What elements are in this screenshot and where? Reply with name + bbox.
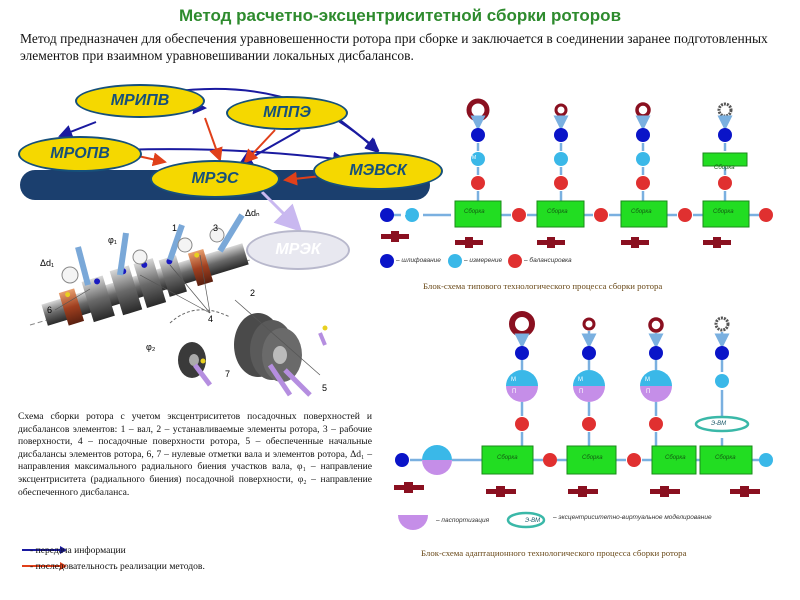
method-mripv: МРИПВ — [75, 84, 205, 118]
flowchart-typical — [380, 98, 773, 268]
f2-legend-evm: – эксцентриситетно-виртуальное моделиров… — [553, 514, 712, 521]
f1-legend-red: – балансировка — [524, 257, 572, 264]
f1-assembly-small: Сборка — [714, 165, 735, 171]
f1-legend-blue: – шлифование — [396, 257, 441, 264]
f2-evm: Э-ВМ — [711, 421, 727, 427]
method-mppe: МППЭ — [226, 96, 348, 130]
method-mres: МРЭС — [150, 160, 280, 198]
label-n4: 4 — [208, 314, 214, 324]
f1-m1: М — [472, 155, 477, 161]
legend-blue-text: - передача информации — [30, 545, 126, 556]
f2-p-2: П — [579, 389, 584, 395]
f2-m-2: М — [578, 377, 583, 383]
f1-legend-cyan: – измерение — [464, 257, 503, 264]
slide-title: Метод расчетно-эксцентриситетной сборки … — [178, 6, 622, 25]
label-n1: 1 — [172, 223, 178, 233]
method-mrek: МРЭК — [246, 230, 350, 270]
label-n6: 6 — [47, 305, 53, 315]
flowchart-adaptive-caption: Блок-схема адаптационного технологическо… — [421, 548, 687, 558]
f2-legend-p: – паспортизация — [436, 517, 490, 524]
f2-assembly-1: Сборка — [497, 455, 518, 461]
f1-assembly-4: Сборка — [713, 209, 734, 215]
label-n3: 3 — [213, 223, 219, 233]
method-mevsk: МЭВСК — [313, 152, 443, 190]
f2-assembly-2: Сборка — [582, 455, 603, 461]
f2-p-1: П — [512, 389, 517, 395]
label-phi2: φ₂ — [146, 342, 156, 352]
label-phi1: φ₁ — [108, 235, 117, 245]
f1-assembly-2: Сборка — [547, 209, 568, 215]
legend-red-text: - последовательность реализации методов. — [30, 561, 205, 572]
f1-assembly-1: Сборка — [464, 209, 485, 215]
f2-assembly-4: Сборка — [715, 455, 736, 461]
f1-m0: М — [402, 211, 407, 217]
f2-m-3: М — [645, 377, 650, 383]
method-mropv: МРОПВ — [18, 136, 142, 172]
f2-legend-evm-symbol: Э-ВМ — [525, 518, 541, 524]
arrow-legend-lines — [22, 546, 67, 570]
label-n7: 7 — [225, 369, 231, 379]
rotor-caption: Схема сборки ротора с учетом эксцентриси… — [18, 411, 372, 498]
rotor-illustration — [29, 213, 328, 397]
f1-assembly-3: Сборка — [631, 209, 652, 215]
flowchart-adaptive — [394, 311, 773, 530]
label-dn: Δdₙ — [245, 208, 260, 218]
f2-p-3: П — [646, 389, 651, 395]
intro-text: Метод предназначен для обеспечения уравн… — [20, 31, 768, 63]
label-d1: Δd₁ — [40, 258, 55, 268]
flowchart-typical-caption: Блок-схема типового технологического про… — [423, 281, 663, 291]
f2-m-1: М — [511, 377, 516, 383]
label-n2: 2 — [250, 288, 256, 298]
f2-assembly-3: Сборка — [665, 455, 686, 461]
label-n5: 5 — [322, 383, 328, 393]
